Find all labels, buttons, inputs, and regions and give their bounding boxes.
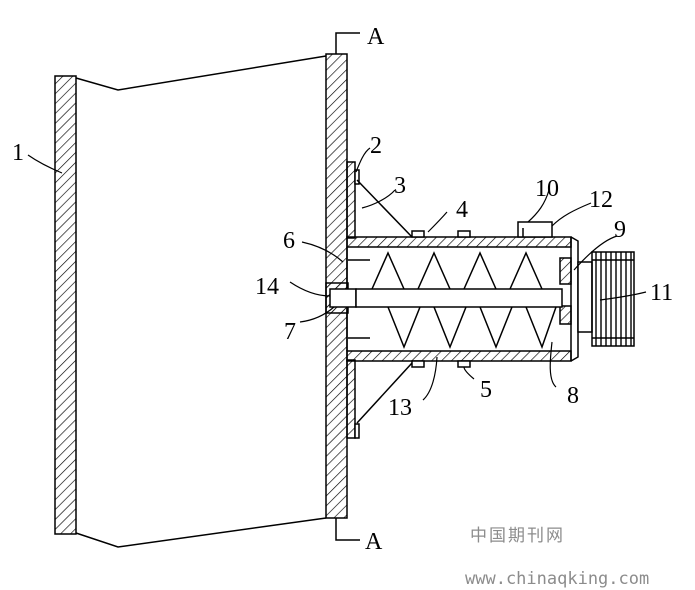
label-10: 10 [535,176,559,202]
screw-blade [371,251,557,350]
label-11: 11 [650,280,673,306]
label-9: 9 [614,217,626,243]
label-13: 13 [388,395,412,421]
label-8: 8 [567,383,579,409]
clamp-bracket [411,230,471,368]
label-7: 7 [284,319,296,345]
leader-lines [27,147,647,401]
watermark-url: www.chinaqking.com [465,569,649,589]
label-4: 4 [456,197,468,223]
label-2: 2 [370,133,382,159]
support-strut [356,179,413,424]
drive-shaft [325,282,563,314]
drive-motor [577,251,635,347]
label-12: 12 [589,187,613,213]
section-label-top: A [367,24,385,50]
section-line-a [335,32,360,541]
label-6: 6 [283,228,295,254]
feed-inlet [517,221,553,238]
label-3: 3 [394,173,406,199]
watermark-cn: 中国期刊网 [470,526,565,546]
tank-body [54,53,348,548]
conveyor-housing [346,236,579,362]
label-5: 5 [480,377,492,403]
label-14: 14 [255,274,279,300]
label-1: 1 [12,140,24,166]
section-label-bottom: A [365,529,383,555]
